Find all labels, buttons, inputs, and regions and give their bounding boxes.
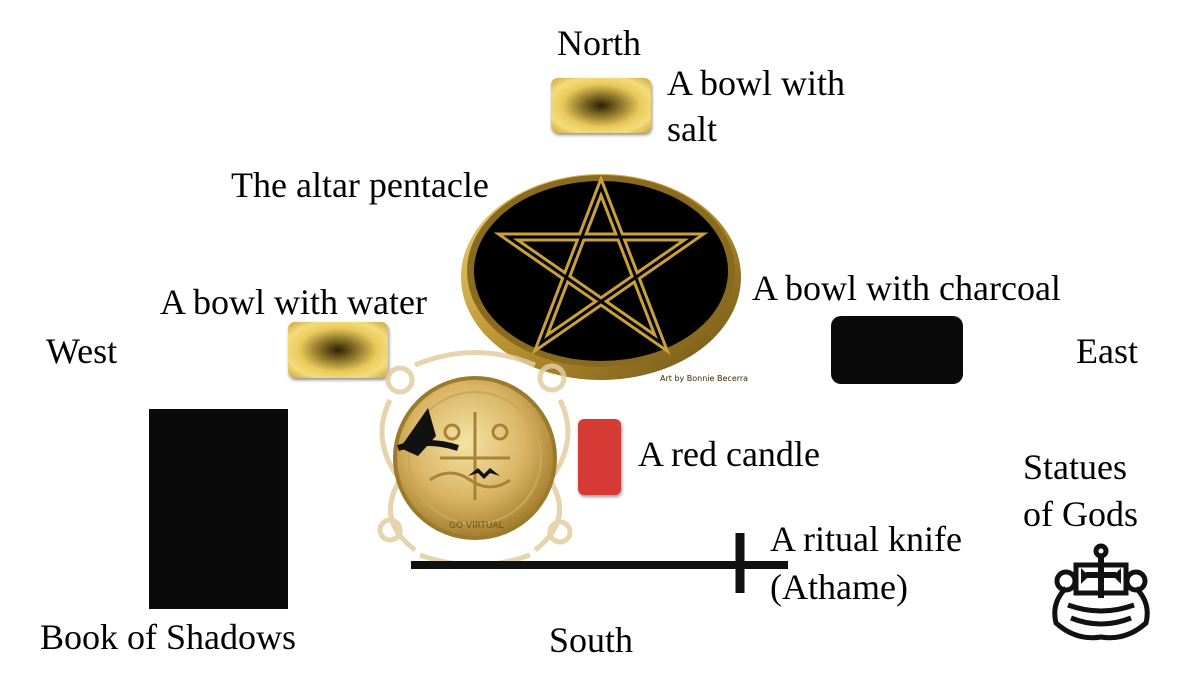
ritual-knife-label-line1: A ritual knife (770, 516, 962, 562)
charcoal-bowl-label: A bowl with charcoal (752, 265, 1061, 311)
statues-label-line2: of Gods (1023, 491, 1138, 537)
statues-label-line1: Statues (1023, 444, 1127, 490)
charcoal-bowl-icon (831, 316, 963, 384)
pentacle-label: The altar pentacle (231, 162, 489, 208)
ritual-knife-icon (408, 530, 798, 600)
salt-bowl-icon (551, 78, 651, 133)
south-label: South (549, 617, 633, 663)
east-label: East (1076, 328, 1138, 374)
statues-symbol-icon (1046, 543, 1156, 643)
red-candle-icon (578, 419, 621, 495)
red-candle-label: A red candle (638, 431, 820, 477)
book-of-shadows-label: Book of Shadows (40, 614, 296, 660)
north-label: North (557, 20, 641, 66)
pentacle-credit: Art by Bonnie Becerra (660, 374, 748, 383)
west-label: West (46, 328, 117, 374)
book-of-shadows-icon (149, 409, 288, 609)
water-bowl-label: A bowl with water (160, 279, 427, 325)
salt-bowl-label: A bowl with salt (667, 60, 877, 152)
ritual-knife-label-line2: (Athame) (770, 564, 908, 610)
